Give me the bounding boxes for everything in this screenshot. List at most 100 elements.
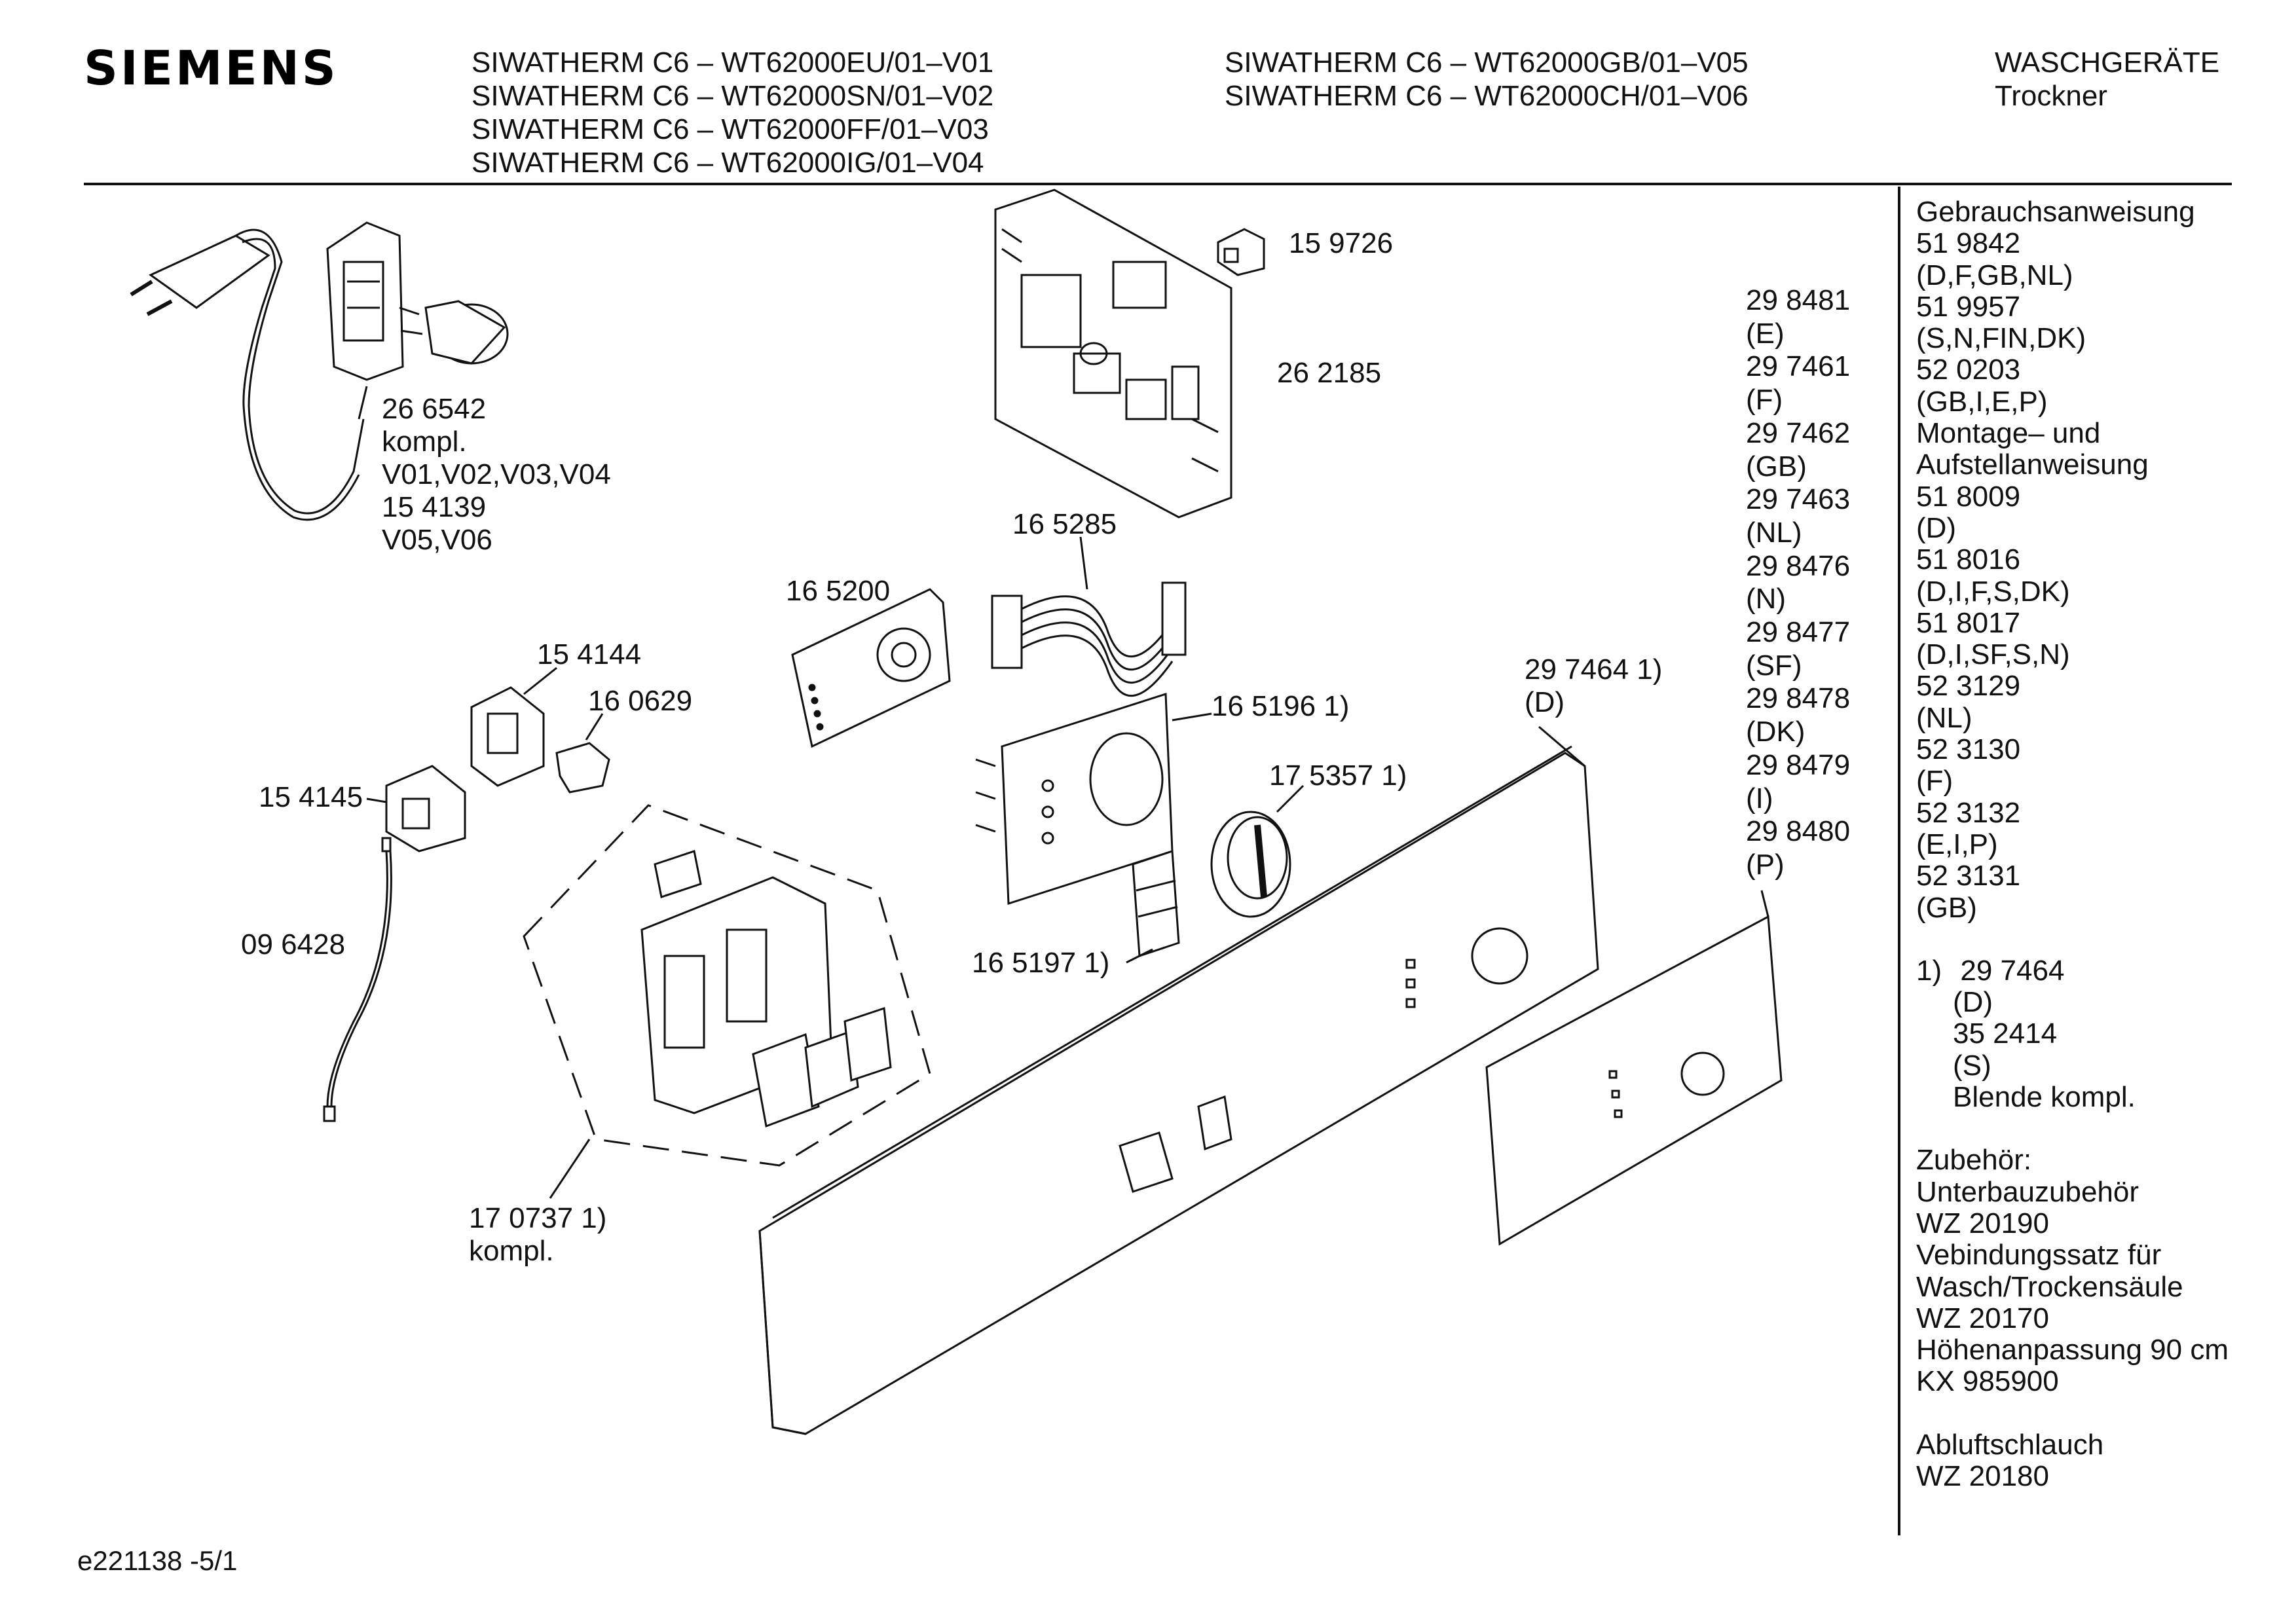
manual-line: (D)	[1916, 511, 1957, 544]
document-id: e221138 -5/1	[77, 1545, 238, 1576]
sidebar: Gebrauchsanweisung 51 9842 (D,F,GB,NL) 5…	[1916, 196, 2229, 1492]
fascia-overlay-drawing	[1487, 917, 1781, 1244]
footnote-number: 29 7464	[1960, 954, 2065, 987]
label-knob: 17 5357 1)	[1269, 760, 1407, 792]
accessory-line: Wasch/Trockensäule	[1916, 1270, 2183, 1303]
brand-logo: SIEMENS	[84, 41, 339, 96]
manual-line: 52 0203	[1916, 354, 2021, 386]
leader-line	[1762, 890, 1768, 917]
label-fascia: 29 7464 1) (D)	[1525, 653, 1662, 719]
label-switch-upper: 15 4144	[537, 638, 642, 670]
ribbon-cable-drawing	[992, 583, 1185, 696]
label-frame: 16 5196 1)	[1212, 690, 1350, 722]
part-note: V05,V06	[382, 524, 492, 556]
variant-number: 29 8479	[1746, 748, 1851, 781]
accessory-line: KX 985900	[1916, 1365, 2059, 1398]
part-number: 15 4139	[382, 491, 487, 523]
main-board-drawing	[995, 190, 1231, 517]
part-number: 29 7464 1)	[1525, 653, 1663, 686]
model-line: SIWATHERM C6 – WT62000FF/01–V03	[472, 113, 989, 145]
variant-number: 29 8478	[1746, 682, 1851, 715]
header-rule	[84, 183, 2232, 185]
variant-country: (I)	[1746, 782, 1773, 815]
leader-line	[550, 1139, 589, 1198]
category-sub: Trockner	[1995, 80, 2107, 112]
exhaust-line: WZ 20180	[1916, 1459, 2049, 1492]
footnote-line: (D)	[1953, 986, 1993, 1019]
footnote-line: (S)	[1953, 1049, 1991, 1082]
label-power-cord: 26 6542 kompl. V01,V02,V03,V04 15 4139 V…	[382, 393, 611, 557]
leader-line	[1081, 537, 1087, 589]
power-cord-drawing	[131, 230, 363, 520]
footnote-first: 1) 29 7464	[1916, 955, 2229, 987]
manual-line: (NL)	[1916, 701, 1972, 734]
variant-country: (SF)	[1746, 649, 1802, 682]
model-list-2: SIWATHERM C6 – WT62000GB/01–V05 SIWATHER…	[1225, 46, 1749, 113]
button-module-drawing	[524, 805, 930, 1165]
label-ribbon-cable: 16 5285	[1012, 508, 1117, 540]
variant-number: 29 7461	[1746, 350, 1851, 383]
spacer	[1916, 1398, 2229, 1429]
label-switch-lower: 15 4145	[259, 781, 363, 813]
exhaust-line: Abluftschlauch	[1916, 1428, 2104, 1461]
switch-lower-drawing	[386, 766, 465, 851]
sidebar-rule	[1898, 187, 1900, 1535]
part-note: (D)	[1525, 686, 1565, 718]
manual-line: 51 9957	[1916, 290, 2021, 323]
variant-number: 29 7462	[1746, 416, 1851, 449]
manual-line: 52 3131	[1916, 860, 2021, 892]
label-main-board: 26 2185	[1277, 357, 1382, 389]
fascia-panel-drawing	[760, 746, 1598, 1434]
part-note: kompl.	[469, 1235, 554, 1267]
small-connector-drawing	[1218, 229, 1264, 275]
model-list-1: SIWATHERM C6 – WT62000EU/01–V01 SIWATHER…	[472, 46, 993, 179]
clip-drawing	[557, 743, 609, 792]
variant-country: (GB)	[1746, 450, 1807, 483]
accessory-line: Zubehör:	[1916, 1144, 2032, 1177]
leader-line	[1539, 727, 1585, 766]
model-line: SIWATHERM C6 – WT62000SN/01–V02	[472, 80, 994, 112]
footnote-line: 35 2414	[1953, 1017, 2058, 1050]
manual-line: 52 3130	[1916, 733, 2021, 766]
variant-country: (P)	[1746, 848, 1785, 881]
manual-line: (D,F,GB,NL)	[1916, 259, 2073, 291]
manual-line: (D,I,SF,S,N)	[1916, 638, 2070, 671]
selector-board-drawing	[792, 589, 950, 746]
accessory-line: Vebindungssatz für	[1916, 1239, 2162, 1272]
manual-line: 51 8009	[1916, 480, 2021, 513]
label-ground-wire: 09 6428	[241, 928, 346, 961]
manual-line: Aufstellanweisung	[1916, 449, 2149, 481]
variant-country: (E)	[1746, 317, 1785, 350]
model-line: SIWATHERM C6 – WT62000EU/01–V01	[472, 46, 994, 79]
variant-country: (DK)	[1746, 716, 1805, 748]
spacer	[1916, 924, 2229, 955]
part-note: kompl.	[382, 426, 467, 458]
accessory-line: WZ 20190	[1916, 1207, 2049, 1239]
leader-line	[524, 668, 557, 694]
spacer	[1916, 1113, 2229, 1145]
variant-number: 29 8476	[1746, 549, 1851, 582]
part-number: 17 0737 1)	[469, 1202, 607, 1234]
ground-wire-drawing	[324, 838, 391, 1121]
filter-capacitor-drawing	[327, 223, 508, 380]
leader-line	[586, 714, 602, 740]
leader-line	[1172, 714, 1212, 720]
label-fascia-variants: 29 8481 (E) 29 7461 (F) 29 7462 (GB) 29 …	[1746, 284, 1850, 882]
footnote-marker: 1)	[1916, 954, 1942, 987]
knob-drawing	[1212, 812, 1290, 917]
switch-upper-drawing	[472, 687, 544, 786]
model-line: SIWATHERM C6 – WT62000IG/01–V04	[472, 147, 984, 179]
leader-line	[1277, 786, 1303, 812]
category-main: WASCHGERÄTE	[1995, 46, 2220, 79]
manual-line: (GB)	[1916, 891, 1977, 924]
label-light-pipe: 16 5197 1)	[972, 947, 1110, 979]
label-selector-board: 16 5200	[786, 575, 891, 607]
manual-line: (S,N,FIN,DK)	[1916, 322, 2086, 355]
variant-number: 29 7463	[1746, 483, 1851, 516]
manual-line: (GB,I,E,P)	[1916, 385, 2048, 418]
accessory-line: Unterbauzubehör	[1916, 1175, 2139, 1208]
leader-line	[367, 799, 386, 802]
part-number: 26 6542	[382, 393, 487, 425]
category: WASCHGERÄTE Trockner	[1995, 46, 2219, 113]
